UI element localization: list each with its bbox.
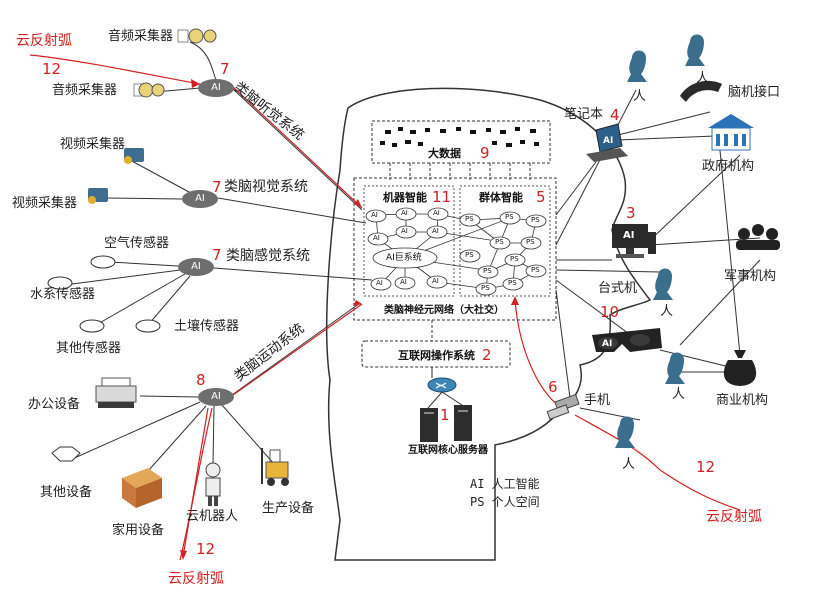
military-label: 军事机构 xyxy=(724,270,776,283)
military-icon xyxy=(736,224,780,250)
router-icon xyxy=(428,378,456,392)
reflex-arc-label-top: 云反射弧 xyxy=(16,34,72,48)
desktop-label: 台式机 xyxy=(598,282,637,295)
other-device-icon xyxy=(52,447,80,461)
ai-hub-motor: AI xyxy=(198,388,234,406)
number-12-bottom-right: 12 xyxy=(696,460,715,475)
ps-node: PS xyxy=(465,252,474,259)
audio-collector-label-2: 音频采集器 xyxy=(52,84,117,97)
ps-node: PS xyxy=(483,268,492,275)
number-2: 2 xyxy=(482,348,492,363)
ai-node: AI xyxy=(432,278,439,285)
number-12-bottom-left: 12 xyxy=(196,542,215,557)
government-icon xyxy=(708,114,754,150)
number-6: 6 xyxy=(548,380,558,395)
ps-node: PS xyxy=(481,285,490,292)
number-7-auditory: 7 xyxy=(220,62,230,77)
legend-ai: AI 人工智能 xyxy=(470,478,540,490)
ai-node: AI xyxy=(432,228,439,235)
ai-node: AI xyxy=(401,210,408,217)
audio-collector-label-1: 音频采集器 xyxy=(108,30,173,43)
laptop-label: 笔记本 xyxy=(564,108,603,121)
ai-node: AI xyxy=(373,235,380,242)
laptop-screen-ai: AI xyxy=(603,137,613,146)
business-icon xyxy=(724,350,756,386)
ai-hub-auditory: AI xyxy=(198,79,234,97)
person-label: 人 xyxy=(633,90,646,103)
ai-node: AI xyxy=(433,210,440,217)
ps-node: PS xyxy=(531,217,540,224)
ai-node: AI xyxy=(400,279,407,286)
ai-node: AI xyxy=(401,228,408,235)
video-collector-label-2: 视频采集器 xyxy=(12,197,77,210)
other-device-label: 其他设备 xyxy=(40,486,92,499)
air-sensor-label: 空气传感器 xyxy=(104,237,169,250)
ps-node: PS xyxy=(505,214,514,221)
production-device-label: 生产设备 xyxy=(262,502,314,515)
ps-node: PS xyxy=(531,267,540,274)
ai-node: AI xyxy=(376,280,383,287)
number-11: 11 xyxy=(432,190,451,205)
cloud-robot-label: 云机器人 xyxy=(186,510,238,523)
number-7-sensory: 7 xyxy=(212,248,222,263)
person-label: 人 xyxy=(622,458,635,471)
ps-node: PS xyxy=(495,239,504,246)
number-5: 5 xyxy=(536,190,546,205)
number-3: 3 xyxy=(626,206,636,221)
government-label: 政府机构 xyxy=(702,160,754,173)
number-7-visual: 7 xyxy=(212,180,222,195)
visual-system-label: 类脑视觉系统 xyxy=(224,180,308,194)
reflex-arc-label-bottom-right: 云反射弧 xyxy=(706,510,762,524)
phone-label: 手机 xyxy=(584,394,610,407)
number-10: 10 xyxy=(600,305,619,320)
number-12-top: 12 xyxy=(42,62,61,77)
office-device-label: 办公设备 xyxy=(28,398,80,411)
machine-intelligence-label: 机器智能 xyxy=(383,192,427,203)
ps-node: PS xyxy=(508,280,517,287)
sensory-system-label: 类脑感觉系统 xyxy=(226,249,310,263)
ps-node: PS xyxy=(526,239,535,246)
phone-icon xyxy=(547,395,579,420)
video-collector-label-1: 视频采集器 xyxy=(60,138,125,151)
os-label: 互联网操作系统 xyxy=(398,350,475,361)
ai-hub-sensory: AI xyxy=(178,258,214,276)
big-data-blocks xyxy=(380,127,539,147)
soil-sensor-label: 土壤传感器 xyxy=(174,320,239,333)
water-sensor-label: 水系传感器 xyxy=(30,288,95,301)
reflex-arc-label-bottom-left: 云反射弧 xyxy=(168,572,224,586)
number-8: 8 xyxy=(196,373,206,388)
person-label: 人 xyxy=(660,305,673,318)
number-1: 1 xyxy=(440,408,450,423)
legend-ps: PS 个人空间 xyxy=(470,496,540,508)
person-label: 人 xyxy=(672,388,685,401)
number-9: 9 xyxy=(480,146,490,161)
ps-node: PS xyxy=(510,256,519,263)
neural-network-label: 类脑神经元网络（大社交） xyxy=(384,306,504,316)
printer-icon xyxy=(96,378,136,408)
number-4: 4 xyxy=(610,108,620,123)
group-intelligence-label: 群体智能 xyxy=(479,192,523,203)
glasses-ai: AI xyxy=(602,340,612,349)
core-servers-label: 互联网核心服务器 xyxy=(408,446,488,456)
other-sensor-label: 其他传感器 xyxy=(56,342,121,355)
desktop-screen-ai: AI xyxy=(623,231,634,241)
forklift-icon xyxy=(262,448,289,486)
person-label: 人 xyxy=(696,72,709,85)
robot-icon xyxy=(206,463,220,506)
home-device-icon xyxy=(122,468,162,508)
bci-label: 脑机接口 xyxy=(728,86,780,99)
ai-node: AI xyxy=(371,212,378,219)
home-device-label: 家用设备 xyxy=(112,524,164,537)
big-data-label: 大数据 xyxy=(428,148,461,159)
ps-node: PS xyxy=(465,216,474,223)
ai-mega-system-label: AI巨系统 xyxy=(386,254,422,263)
video-collector-icons xyxy=(88,148,144,204)
business-label: 商业机构 xyxy=(716,394,768,407)
